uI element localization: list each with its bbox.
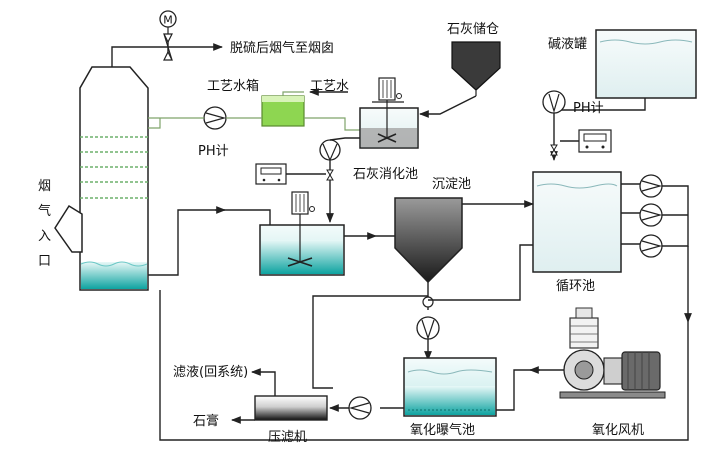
motor-label: M — [163, 14, 173, 27]
motor-icon — [159, 10, 177, 28]
sludge-pump — [416, 316, 440, 340]
alkali-tank-label: 碱液罐 — [548, 37, 587, 52]
lime-slaker-label: 石灰消化池 — [353, 167, 418, 182]
lime-dosing-pump — [319, 139, 341, 162]
gypsum-label: 石膏 — [193, 413, 219, 429]
lime-silo-label: 石灰储仓 — [447, 22, 499, 37]
process-water-label: 工艺水 — [310, 79, 349, 94]
ph-controller-2 — [560, 129, 612, 153]
reaction-tank — [259, 191, 345, 276]
oxidation-tank: 氧化曝气池 — [403, 357, 497, 438]
lime-silo: 石灰储仓 — [447, 22, 501, 96]
pump-icon — [416, 316, 440, 340]
filter-press: 压滤机 — [254, 395, 328, 445]
oxidation-blower: 氧化风机 — [559, 307, 666, 438]
ph-meter-pump-1: PH计 — [198, 106, 229, 159]
ph-meter-pump-2: PH计 — [542, 90, 604, 116]
oxidation-tank-label: 氧化曝气池 — [410, 422, 475, 438]
process-water-tank: 工艺水箱 工艺水 — [207, 78, 349, 127]
flue-in-char-2: 气 — [38, 203, 51, 219]
filter-feed-pump — [348, 396, 372, 420]
ph-meter-2-label: PH计 — [573, 101, 604, 116]
ph-controller-1 — [255, 163, 326, 185]
pump-icon — [319, 139, 341, 161]
ph-meter-1-label: PH计 — [198, 144, 229, 159]
flue-out-label: 脱硫后烟气至烟囱 — [230, 40, 334, 56]
lime-slaker: 石灰消化池 — [353, 77, 419, 182]
circulation-tank: 循环池 — [532, 171, 622, 294]
oxidation-fan-label: 氧化风机 — [592, 423, 644, 438]
process-tank-label: 工艺水箱 — [207, 78, 259, 94]
flue-gas-inlet-label: 烟 气 入 口 — [38, 179, 51, 269]
flue-in-char-4: 口 — [38, 254, 51, 269]
flue-gas-inlet-duct — [54, 204, 83, 253]
circulation-pumps — [159, 174, 692, 441]
settling-tank: 沉淀池 — [394, 177, 471, 284]
settling-tank-label: 沉淀池 — [432, 177, 471, 192]
filter-press-label: 压滤机 — [268, 430, 307, 445]
flue-in-char-1: 烟 — [38, 179, 51, 194]
filtrate-label: 滤液(回系统) — [173, 365, 248, 380]
flue-in-char-3: 入 — [38, 229, 51, 244]
circulation-tank-label: 循环池 — [556, 279, 595, 294]
spray-layers — [80, 136, 148, 199]
absorber-tower — [54, 66, 149, 291]
alkali-tank: 碱液罐 — [548, 29, 697, 99]
stack-outlet: M 脱硫后烟气至烟囱 — [111, 10, 334, 67]
